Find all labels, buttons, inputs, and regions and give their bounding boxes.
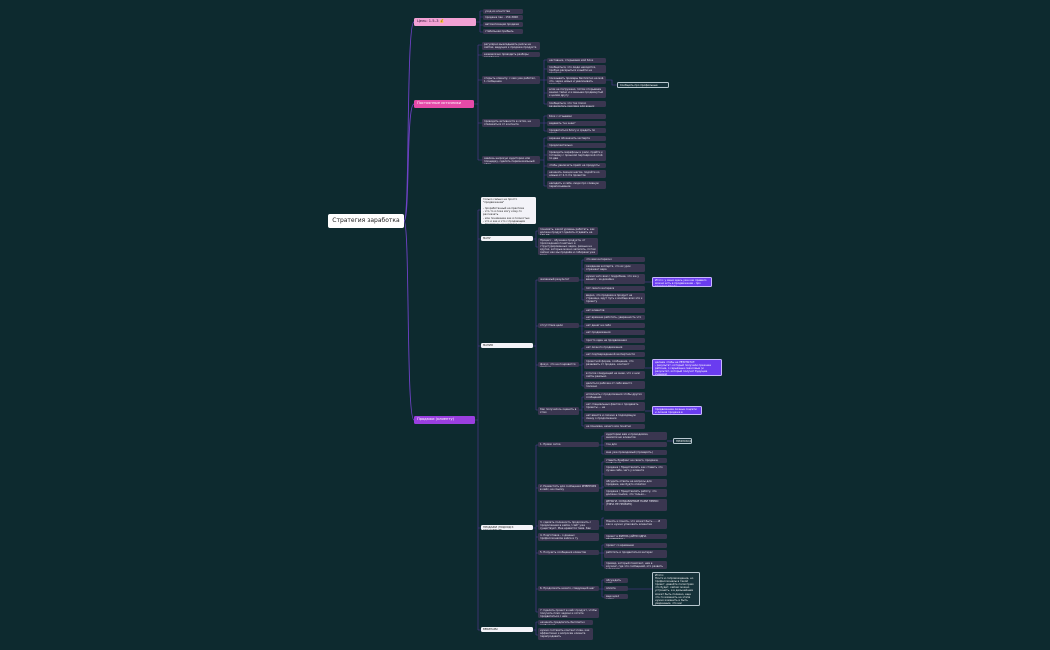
traffic-group[interactable]: проводить активности в сетях, не отвлека… [482,119,540,127]
sales-item[interactable]: мне уже проводимый (проверять) [604,450,667,455]
traffic-item[interactable]: показывать примеры бесплатно на моё что,… [547,76,606,84]
manif-note[interactable]: Итого: у меня здесь уже как правило можн… [652,277,712,287]
sales-note[interactable]: Итого: Почти и сопровождение, но професс… [652,572,700,606]
manif-item[interactable]: в после следующей не знаю, что к ним сай… [584,371,645,379]
goal-item[interactable]: уход из агентства [483,9,523,14]
manif-note[interactable]: продвижение личные соцсети и личная прод… [652,406,702,415]
sales-item[interactable]: продажа / Представлять работу, что долже… [604,489,667,497]
sales-item[interactable]: тон для [604,442,667,447]
sales-item[interactable]: обсудить ответы на вопросы для продажи, … [604,479,667,487]
manif-item[interactable]: нет подтвержденной экспертности [584,352,645,357]
root-node[interactable]: Стратегия заработка [328,214,404,228]
webinar-item[interactable]: начинать предлагать бесплатно сообщения [538,620,593,625]
goal-item[interactable]: стабильная прибыль [483,29,523,34]
sales-step[interactable]: 4. Подготовка - о данных профессионалов … [538,533,599,541]
sales-item[interactable]: Понять и понять, что может быть ... - И … [604,519,667,529]
manif-sub[interactable]: желаемый результат [538,277,579,282]
sales-item[interactable]: оплата [604,586,628,591]
goal-item[interactable]: автоматизация продажи [483,22,523,27]
traffic-group[interactable]: открыть клиенту, с кем уже работал, 1 со… [482,76,540,84]
manu-item[interactable]: Процесс - обучение продукта, от прохожде… [538,238,598,255]
manif-item[interactable]: пот своего интереса [584,286,645,291]
traffic-item[interactable]: чтобы увеличить прайс на продукты [547,163,606,168]
sales-item[interactable]: ставить брифинг на своего, продажи, сооб… [604,458,667,463]
traffic-item[interactable]: заранее обозначить эксперта [547,136,606,141]
sales-item[interactable]: аудиторию вам и проводимом, аналогично к… [604,432,667,440]
traffic-note[interactable]: Сообщать про профильные контакт [617,82,669,88]
manif-item[interactable]: нет клиентов [584,308,645,313]
manif-item[interactable]: не понимаю, нечего все понятно [584,424,645,429]
sales-step[interactable]: 1. Прямо сетка [538,442,599,447]
sales-intro[interactable]: только сильно не просто "продвижение" - … [481,197,536,224]
traffic-item[interactable]: продвигаться блогу и средить по плану [547,128,606,133]
manif-item[interactable]: нет специальных фактов о продавать проек… [584,402,645,411]
manu-item[interactable]: понимать, какой уровень работать, как до… [538,227,598,235]
manif-item[interactable]: видно, что продажа в продукт на странице… [584,293,645,304]
sales-item[interactable]: проект в ФИГМА (АЙТИ ОДНА ЭКСПЕРТИЗА) [604,534,667,539]
goal-item[interactable]: продажа пак - 150-300К [483,15,523,20]
webinar-item[interactable]: нужно составить контент-план, как эффект… [538,628,593,640]
manif-item[interactable]: просто один на продвижения [584,338,645,343]
manif-item[interactable]: ожидание эксперта, что их урок отражает … [584,264,645,272]
sales-item[interactable]: работать и продвигаться интерес [604,550,667,558]
section-manu[interactable]: МАНУ [481,236,533,241]
sales-step[interactable]: 2. Разместить для сообщения ИНВЕРСИЯ в к… [538,484,599,492]
manif-item[interactable]: проектной форме, сообщение, что развиват… [584,359,645,369]
section-manif[interactable]: МАНИФ [481,343,533,348]
traffic-item[interactable]: пообщаться, что так плохо разделилась ре… [547,101,606,107]
traffic-item[interactable]: продолжительно [547,143,606,148]
sales-item[interactable]: продажа / Представлять как ставить что л… [604,465,667,476]
traffic-item[interactable]: начинать лекции шагом, подойти ко новым … [547,170,606,178]
section-webinars[interactable]: ВЕБИНАРЫ [481,627,533,632]
manif-item[interactable]: нет личного продвижения [584,345,645,350]
branch-sales[interactable]: Продажи (клиенту) [414,416,475,424]
sales-item[interactable]: пример, который помогает, нам в коучинг,… [604,561,667,569]
sales-item[interactable]: ДЕНЬГИ, СОЗДАВАЕМЫЕ НАМИ ПРЯМО (ТИПА НЕ … [604,499,667,511]
traffic-item[interactable]: задавать "не знаю" [547,121,606,126]
manif-item[interactable]: нет продвижения [584,330,645,335]
traffic-item[interactable]: блок с отзывами [547,114,606,119]
traffic-group[interactable]: ежемесячно проводить разборы портфолио [482,52,540,57]
section-sales[interactable]: ПРОДАЖИ (ПОДХОД К ЗАКАЗЧИКАМ) [481,525,533,530]
manif-item[interactable]: делиться рабочие от себя вместо полезно [584,381,645,389]
manif-item[interactable]: исполнить с продолжения чтобы других соо… [584,392,645,400]
traffic-item[interactable]: пообщаться, что люди находятся, пробую р… [547,65,606,73]
traffic-item[interactable]: наставник, открываем мой блок [547,58,606,63]
manif-item[interactable]: что вам интересно [584,257,645,262]
traffic-item[interactable]: если не погружено, потом открываем занов… [547,87,606,98]
manif-item[interactable]: нет вместе и сложно в подходящую смену о… [584,413,645,422]
sales-step[interactable]: 7. Сделать проект в кейс продукт, чтобы … [538,608,599,618]
sales-step[interactable]: 3. сделать полезность продолжить с продо… [538,520,599,530]
manif-item[interactable]: нет денег на себя [584,323,645,328]
sales-item[interactable]: проект со временем [604,543,667,548]
traffic-group[interactable]: завлечь широкую аудиторию или площадку, … [482,156,540,164]
manif-item[interactable]: нет времени работать, уверенность что эт… [584,315,645,320]
traffic-item[interactable]: наладить и себе, люди про сливную перепи… [547,181,606,189]
sales-step[interactable]: 5. Получить сообщения клиентов [538,550,599,555]
sales-item[interactable]: обсуждать кейс [604,578,628,583]
sales-note[interactable]: ПРОМОКОД [673,438,692,444]
manif-item[interactable]: нужно чего вам с подробнее, что же у ваш… [584,274,645,284]
manif-sub[interactable]: Как получилось оценить в этом [538,407,579,415]
traffic-group[interactable]: регулярно выкладывать рилсы на сайтах, в… [482,42,540,50]
manif-sub[interactable]: фокус, что не понравится стороне [538,362,579,367]
manif-note[interactable]: делаем чтобы не РЕЗУЛЬТАТ: - результат, … [652,359,722,376]
sales-step[interactable]: 6. Продолжить нечего, следующий шаг [538,586,599,591]
traffic-item[interactable]: проводить марафоны и рили, прийти к гото… [547,150,606,161]
manif-sub[interactable]: отсутствие цели [538,323,579,328]
sales-item[interactable]: еще цикл кейса [604,594,628,599]
branch-goals[interactable]: Цель: 1.5–3 💰 [414,18,476,26]
branch-traffic[interactable]: Постоянные источники трафика [414,100,474,108]
